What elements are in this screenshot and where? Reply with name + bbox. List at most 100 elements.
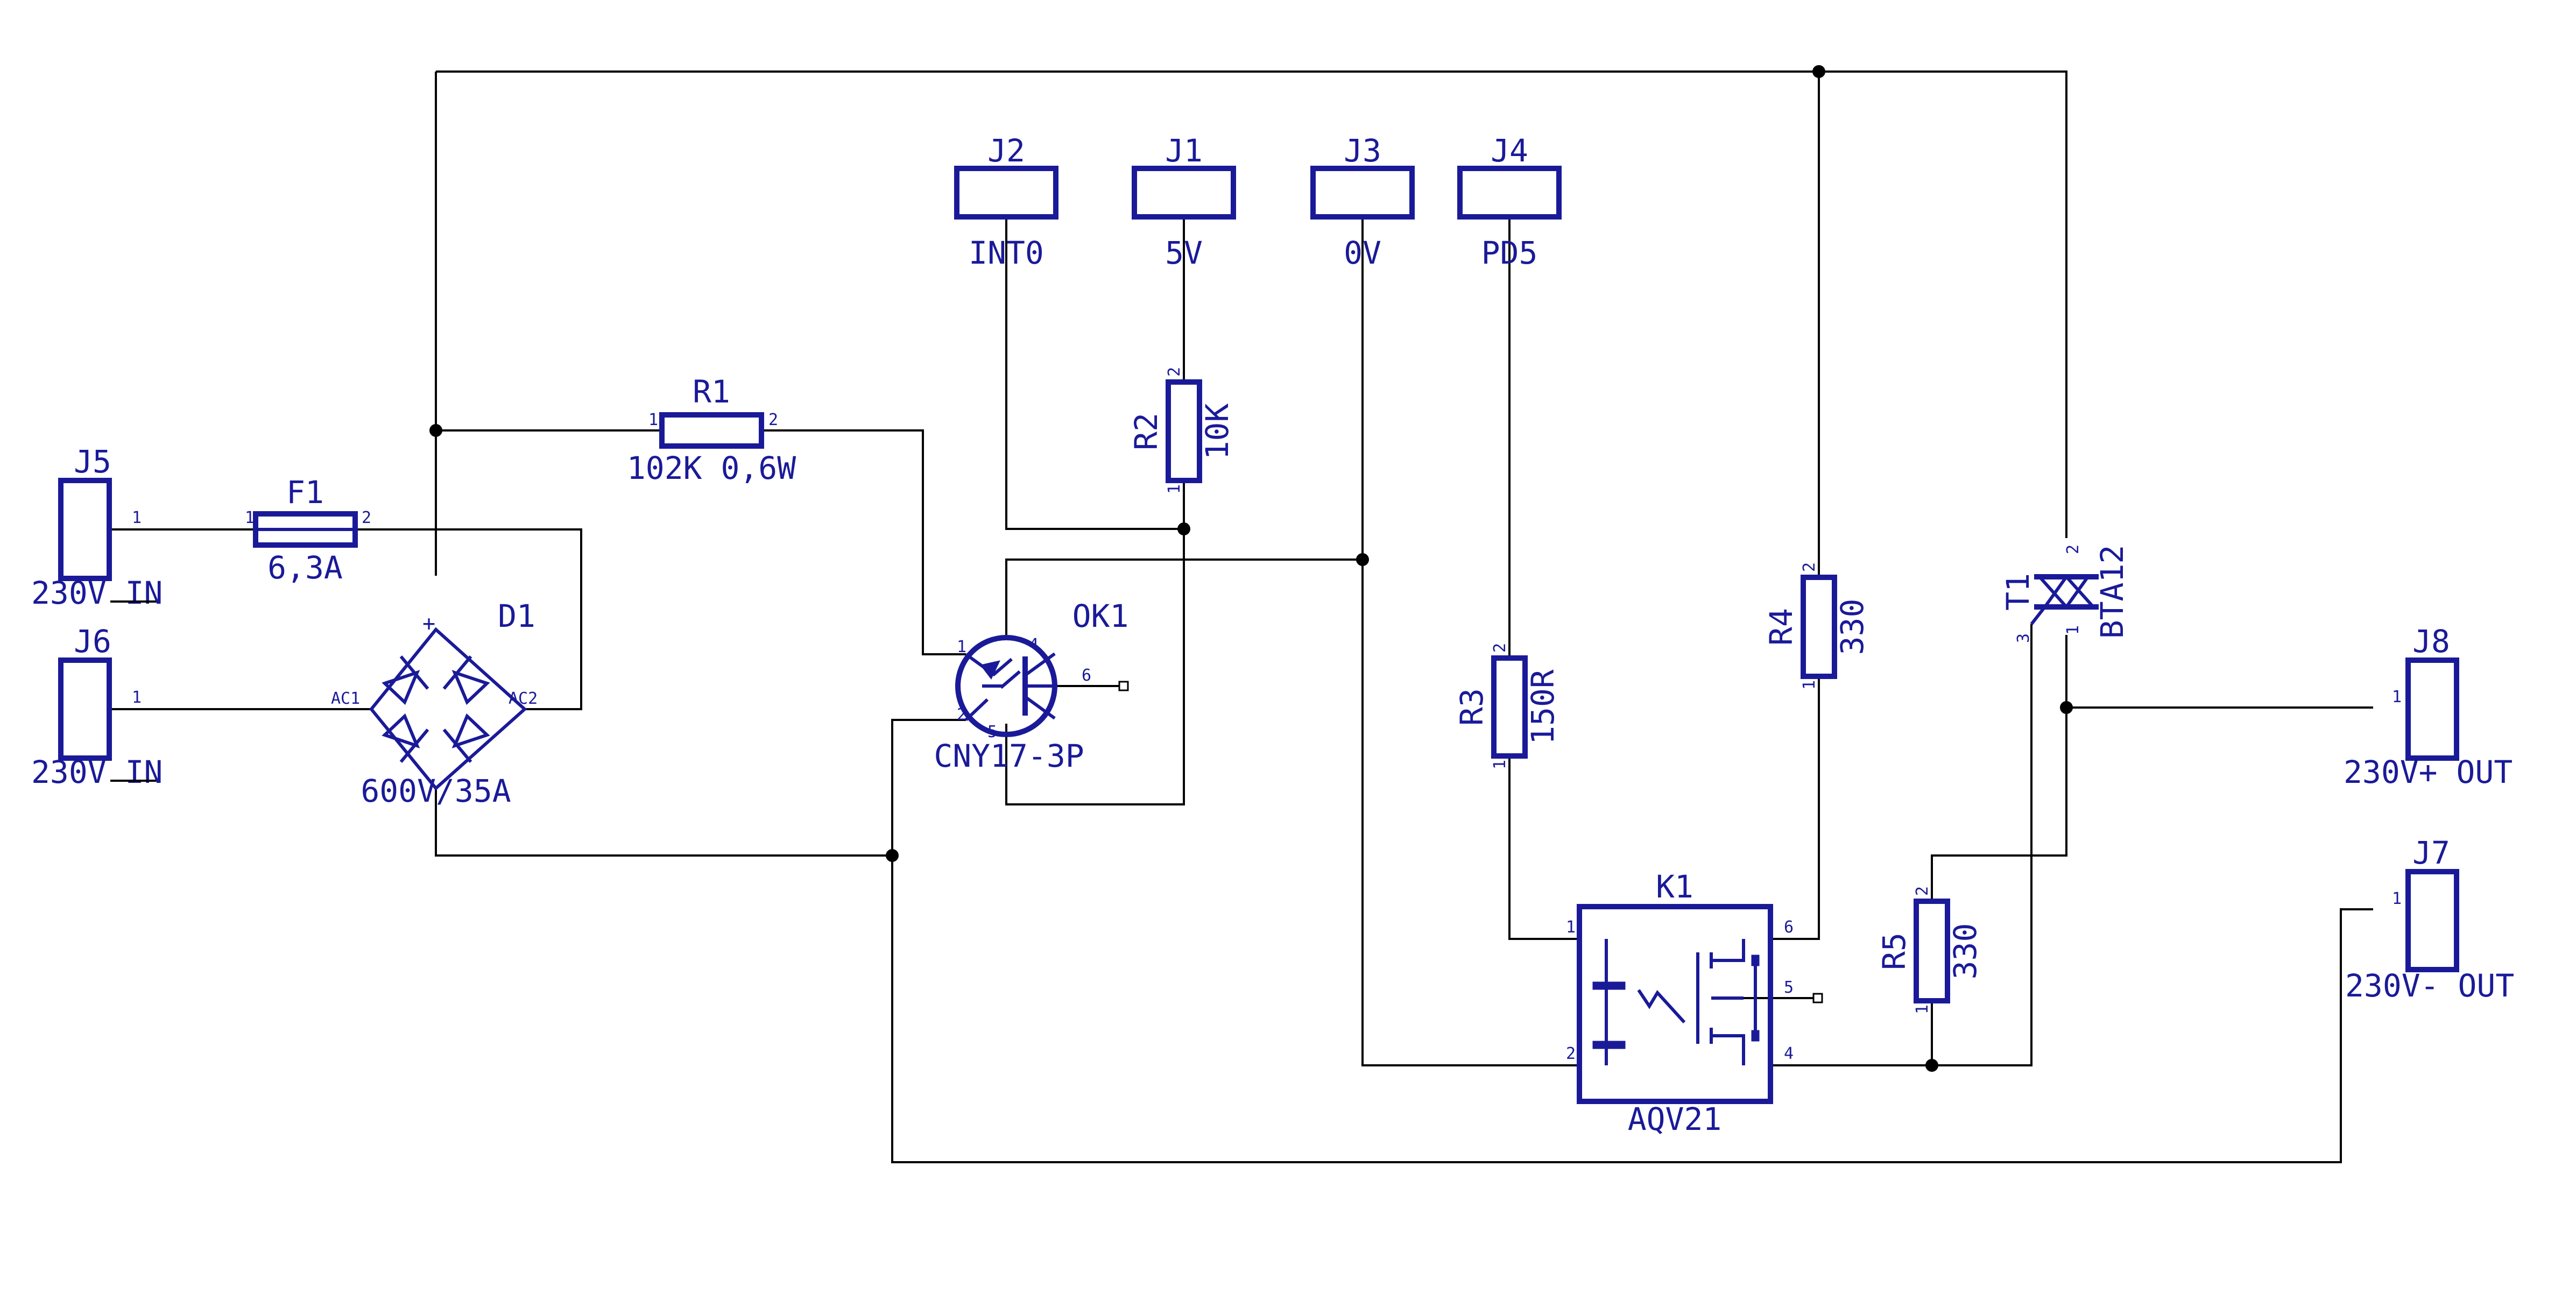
connector-ref: J1 [1165, 132, 1203, 169]
connector-j1[interactable]: J1 5V [1132, 132, 1236, 271]
pin-number: 5 [1784, 978, 1794, 997]
resistor-r2[interactable]: R2 10K 2 1 [1128, 367, 1236, 494]
connector-label: 230V IN [31, 575, 163, 611]
wire-int0 [1005, 217, 1184, 530]
connector-j6[interactable]: J6 1 230V IN [31, 623, 163, 790]
resistor-body [1491, 655, 1528, 759]
connector-j2[interactable]: J2 INT0 [954, 132, 1058, 271]
pin-number: 2 [1165, 367, 1184, 377]
pin-number: 1 [1165, 484, 1184, 494]
connector-label: 230V+ OUT [2344, 754, 2513, 790]
triac-icon [2030, 574, 2099, 625]
resistor-r1[interactable]: R1 1 2 102K 0,6W [627, 373, 796, 486]
phototransistor-icon [1022, 652, 1056, 720]
resistor-body [1166, 379, 1202, 483]
connector-body [2405, 869, 2459, 972]
pin-number: 2 [957, 705, 966, 724]
component-ref: R5 [1876, 932, 1912, 970]
pin-number: 2 [768, 411, 778, 429]
junctions [429, 65, 2073, 1072]
connector-body [58, 658, 112, 761]
junction-dot [886, 849, 899, 862]
component-value: 6,3A [267, 549, 343, 586]
component-ref: R2 [1128, 413, 1165, 450]
junction-dot [1925, 1059, 1938, 1072]
component-value: 10K [1199, 404, 1236, 460]
open-pin-marker [1118, 681, 1129, 691]
pin-number: 5 [987, 723, 997, 741]
component-value: 330 [1947, 923, 1984, 980]
component-value: 600V/35A [361, 773, 511, 809]
wire-r3-to-k1 [1508, 756, 1579, 940]
connector-label: 230V- OUT [2345, 967, 2514, 1004]
connector-ref: J6 [74, 623, 111, 660]
connector-ref: J3 [1344, 132, 1381, 169]
pin-number: 1 [2064, 625, 2083, 635]
component-ref: F1 [286, 474, 324, 511]
connector-j3[interactable]: J3 0V [1310, 132, 1415, 271]
diode-icon [382, 713, 429, 763]
wire-k1-pin4-to-gate [1770, 624, 2032, 1066]
wire-r4-to-k1 [1770, 676, 1820, 940]
connector-body [58, 478, 112, 581]
wire-bridge-minus [435, 788, 892, 857]
resistor-body [1914, 899, 1950, 1003]
connector-j5[interactable]: J5 1 230V IN [31, 443, 163, 611]
wire-top-rail [436, 70, 2067, 538]
pin-number: 1 [1566, 918, 1576, 937]
polarity-plus: + [422, 611, 435, 636]
component-ref: D1 [498, 598, 535, 634]
resistor-r3[interactable]: R3 150R 2 1 [1453, 643, 1561, 769]
open-pin-marker [1812, 993, 1823, 1003]
pin-number: 2 [1566, 1044, 1576, 1063]
bridge-outline [369, 627, 527, 791]
resistor-r5[interactable]: R5 330 2 1 [1876, 886, 1984, 1014]
component-ref: K1 [1656, 868, 1693, 905]
pin-number: 2 [1800, 562, 1819, 572]
component-value: 150R [1525, 669, 1561, 745]
connector-ref: J5 [74, 443, 111, 480]
wire-ok1-emitter-to-0v [1005, 558, 1363, 640]
component-ref: T1 [2000, 573, 2036, 611]
connector-body [1132, 166, 1236, 220]
component-value: 102K 0,6W [627, 450, 796, 486]
pin-number: 1 [2392, 688, 2402, 706]
led-icon [1592, 939, 1626, 1065]
optocoupler-ok1[interactable]: OK1 1 2 4 5 6 CNY17-3P [934, 598, 1128, 774]
pin-number: 1 [1800, 680, 1819, 690]
wire-r5-pin2 [1931, 635, 2067, 901]
pin-number: 1 [957, 638, 966, 656]
pin-number: 4 [1029, 635, 1039, 654]
lightning-icon [1637, 989, 1686, 1024]
resistor-r4[interactable]: R4 330 2 1 [1763, 562, 1871, 690]
pin-number: 2 [2064, 545, 2083, 554]
component-ref: OK1 [1072, 598, 1129, 634]
connector-j8[interactable]: J8 1 230V+ OUT [2344, 623, 2513, 790]
led-icon [964, 653, 1004, 722]
pin-label: AC2 [509, 689, 538, 708]
wire-f1-ac2 [355, 528, 582, 710]
net-label: 5V [1165, 235, 1203, 271]
net-label: PD5 [1481, 235, 1538, 271]
resistor-body [1801, 575, 1837, 679]
triac-t1[interactable]: T1 BTA12 1 2 3 [2000, 545, 2130, 643]
bridge-rectifier-d1[interactable]: D1 + AC1 AC2 600V/35A [331, 598, 538, 809]
junction-dot [429, 424, 442, 437]
resistor-body [659, 412, 764, 449]
pin-number: 2 [1491, 643, 1509, 653]
pin-number: 2 [1913, 886, 1932, 896]
relay-k1[interactable]: K1 1 2 4 5 6 AQV21 [1566, 868, 1794, 1137]
connector-ref: J4 [1491, 132, 1528, 169]
pin-number: 1 [1913, 1005, 1932, 1014]
wire-ok1-pin2 [891, 719, 2373, 1163]
fuse-f1[interactable]: F1 1 2 6,3A [245, 474, 371, 586]
pin-number: 1 [132, 688, 142, 707]
pin-number: 1 [1491, 760, 1509, 769]
connector-j4[interactable]: J4 PD5 [1457, 132, 1562, 271]
connector-body [954, 166, 1058, 220]
junction-dot [1812, 65, 1825, 78]
connector-j7[interactable]: J7 1 230V- OUT [2345, 835, 2514, 1004]
component-value: 330 [1834, 599, 1871, 655]
pin-number: 4 [1784, 1044, 1794, 1063]
component-ref: R1 [693, 373, 730, 410]
